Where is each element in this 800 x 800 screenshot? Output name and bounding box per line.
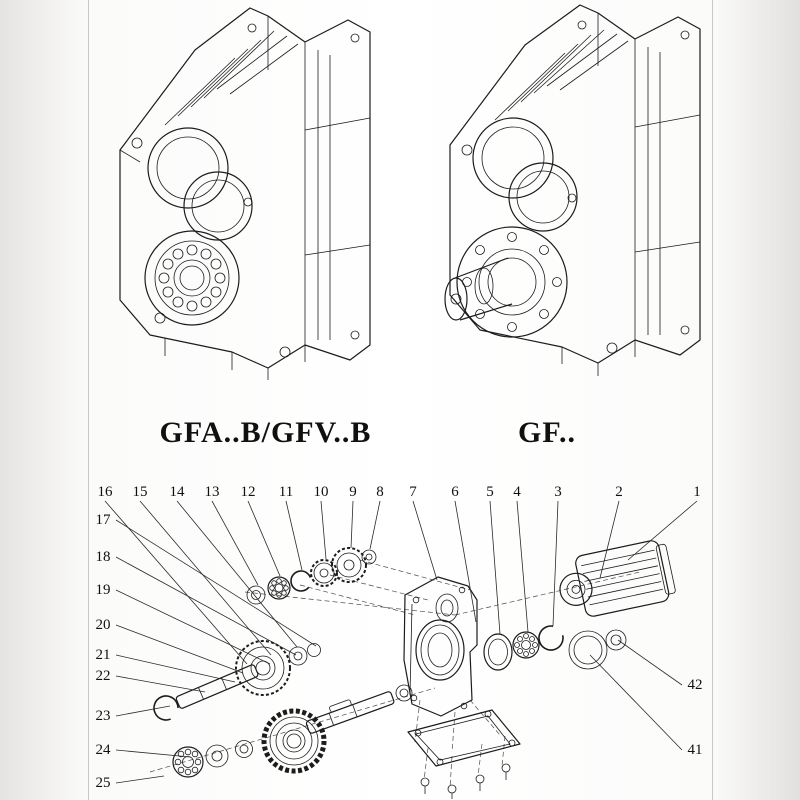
leader-line-19 (115, 589, 271, 665)
output-shaft-parts (153, 684, 413, 778)
callout-number-19: 19 (96, 582, 111, 598)
exploded-view (149, 540, 676, 799)
leader-line-41 (589, 654, 683, 751)
leader-line-3 (552, 500, 559, 627)
callout-number-22: 22 (96, 668, 111, 684)
callout-number-20: 20 (96, 617, 111, 633)
callout-number-24: 24 (96, 742, 112, 758)
callout-layer: 1234567891011121314151617181920212223242… (96, 484, 703, 791)
callout-number-5: 5 (486, 484, 494, 500)
input-side-rings (483, 625, 627, 671)
callout-number-25: 25 (96, 775, 111, 791)
cooling-fins (164, 30, 299, 126)
callout-number-2: 2 (615, 484, 623, 500)
intermediate-gear-parts (235, 640, 321, 696)
cover-plate (407, 709, 521, 799)
leader-line-6 (454, 500, 477, 623)
leader-line-17 (115, 519, 317, 647)
callout-number-15: 15 (133, 484, 148, 500)
leader-line-18 (115, 556, 297, 656)
callout-number-9: 9 (349, 484, 357, 500)
callout-number-42: 42 (688, 677, 703, 693)
leader-line-12 (247, 500, 281, 577)
leader-line-2 (599, 500, 620, 579)
cooling-fins (494, 29, 629, 121)
intermediate-shaft (175, 664, 259, 709)
callout-number-21: 21 (96, 647, 111, 663)
output-shaft (444, 257, 513, 321)
callout-number-41: 41 (688, 742, 703, 758)
model-label-right: GF.. (518, 416, 576, 449)
leader-line-24 (115, 749, 191, 758)
gear-housing (403, 576, 478, 717)
leader-line-11 (285, 500, 303, 571)
callout-number-4: 4 (513, 484, 521, 500)
motor-unit (559, 540, 676, 617)
callout-number-13: 13 (205, 484, 220, 500)
leader-line-13 (211, 500, 259, 586)
callout-number-7: 7 (409, 484, 417, 500)
callout-number-6: 6 (451, 484, 459, 500)
leader-line-4 (516, 500, 529, 633)
leader-line-9 (350, 500, 354, 549)
leader-line-15 (139, 500, 272, 656)
callout-number-18: 18 (96, 549, 111, 565)
leader-line-1 (627, 500, 698, 561)
callout-number-23: 23 (96, 708, 111, 724)
leader-line-8 (369, 500, 381, 550)
callout-number-12: 12 (241, 484, 256, 500)
callout-number-14: 14 (170, 484, 186, 500)
page-edge-left (88, 0, 89, 800)
callout-number-8: 8 (376, 484, 384, 500)
callout-number-11: 11 (279, 484, 293, 500)
input-shaft-parts (246, 547, 377, 605)
model-label-left: GFA..B/GFV..B (159, 416, 372, 449)
leader-line-20 (115, 624, 244, 674)
leader-line-5 (489, 500, 501, 635)
leader-line-22 (115, 675, 206, 693)
callout-number-10: 10 (314, 484, 329, 500)
callout-number-3: 3 (554, 484, 562, 500)
leader-line-42 (617, 639, 683, 686)
output-flange (456, 226, 568, 338)
leader-line-23 (115, 705, 171, 717)
right-gearbox-drawing (444, 4, 701, 376)
callout-number-1: 1 (693, 484, 701, 500)
callout-number-16: 16 (98, 484, 114, 500)
bearing-front (144, 230, 240, 326)
leader-line-10 (320, 500, 327, 560)
callout-number-17: 17 (96, 512, 112, 528)
bolts (420, 763, 511, 799)
page-edge-right (712, 0, 713, 800)
left-gearbox-drawing (119, 7, 371, 380)
leader-line-14 (176, 500, 298, 648)
leader-line-25 (115, 775, 165, 784)
leader-line-21 (115, 654, 236, 683)
leader-line-7 (412, 500, 438, 581)
